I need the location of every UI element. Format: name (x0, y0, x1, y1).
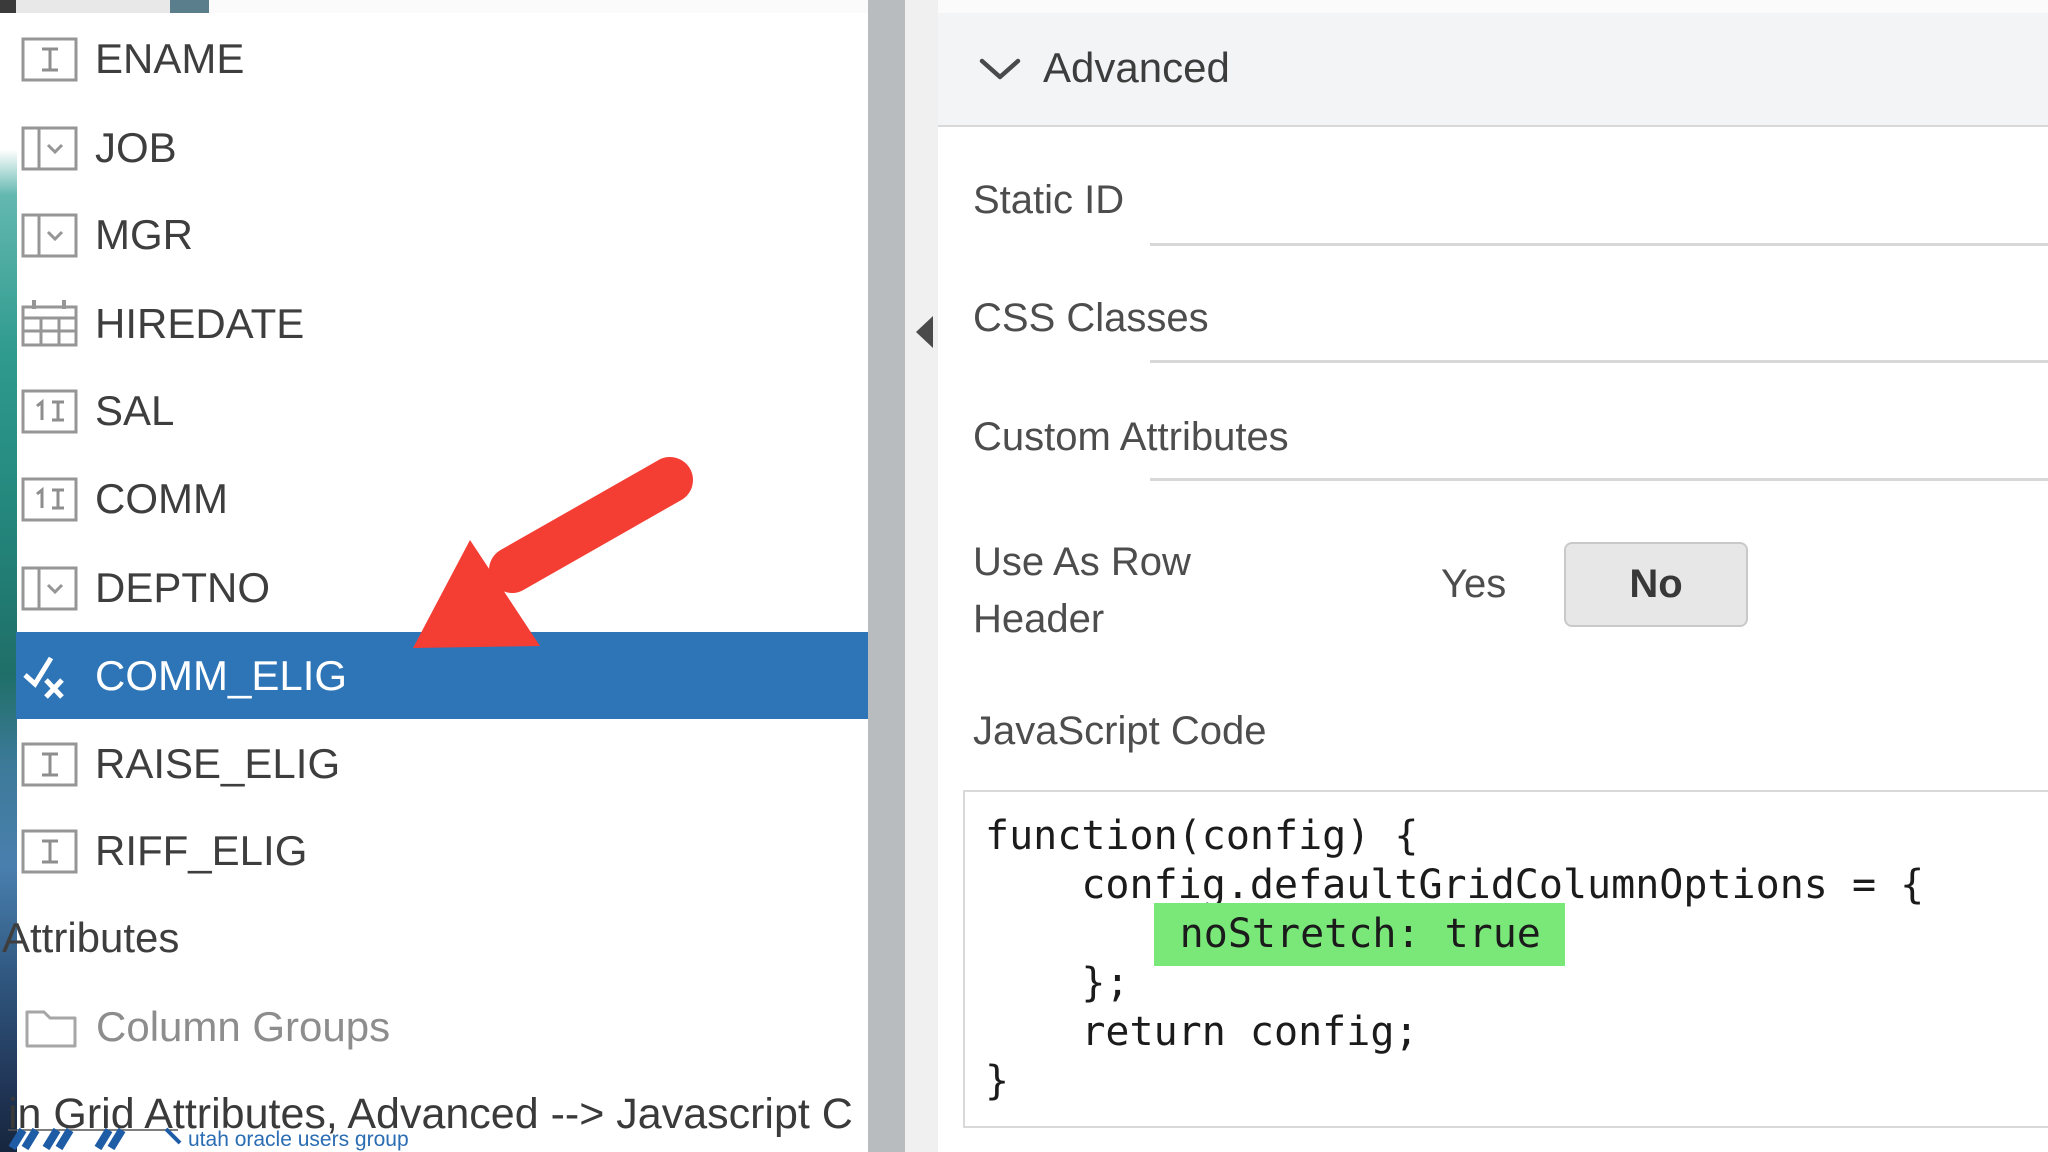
number-field-icon (21, 386, 78, 436)
select-list-icon (21, 563, 78, 613)
desktop-wallpaper-sliver (0, 13, 17, 1152)
tree-item-label: DEPTNO (95, 564, 271, 611)
tree-section-attributes[interactable]: Attributes (2, 914, 180, 961)
panel-splitter-gutter (905, 0, 938, 1152)
top-sliver-dark-block (0, 0, 16, 13)
select-list-icon (21, 210, 78, 260)
tree-item-label: SAL (95, 387, 175, 434)
no-option-button-selected[interactable]: No (1564, 542, 1748, 627)
tree-item-label: RIFF_ELIG (95, 827, 308, 874)
slide-caption: in Grid Attributes, Advanced --> Javascr… (8, 1090, 853, 1138)
date-picker-icon (21, 299, 78, 349)
tree-item-job[interactable]: JOB (16, 104, 868, 192)
code-indent (985, 911, 1154, 957)
text-field-icon (21, 34, 78, 84)
yes-no-checkbox-icon (21, 651, 78, 701)
top-sliver-teal-block (170, 0, 209, 13)
tree-item-label: JOB (95, 124, 177, 171)
logo-text: utah oracle users group (188, 1128, 408, 1151)
tree-item-ename[interactable]: ENAME (16, 15, 868, 103)
section-title: Advanced (1043, 44, 1230, 91)
code-content: function(config) { config.defaultGridCol… (965, 792, 2048, 1106)
select-list-icon (21, 123, 78, 173)
javascript-code-label: JavaScript Code (973, 709, 1267, 753)
tree-item-deptno[interactable]: DEPTNO (16, 544, 868, 632)
custom-attributes-label: Custom Attributes (973, 415, 1289, 459)
css-classes-label: CSS Classes (973, 296, 1209, 340)
code-line: return config; (985, 1009, 1419, 1055)
tree-item-mgr[interactable]: MGR (16, 191, 868, 279)
static-id-input[interactable] (1150, 243, 2048, 246)
text-field-icon (21, 826, 78, 876)
panel-splitter[interactable] (868, 0, 905, 1152)
code-line: config.defaultGridColumnOptions = { (985, 862, 1925, 908)
folder-icon (22, 1002, 79, 1052)
top-window-sliver (0, 0, 2048, 13)
top-sliver-gray-block (16, 0, 170, 13)
splitter-collapse-arrow-icon[interactable] (916, 316, 933, 348)
javascript-code-editor[interactable]: function(config) { config.defaultGridCol… (963, 790, 2048, 1128)
use-as-row-header-label-line1: Use As Row (973, 540, 1191, 584)
advanced-section-header[interactable]: Advanced (938, 13, 2048, 127)
utoug-logo: utah oracle users group (8, 1126, 408, 1152)
css-classes-input[interactable] (1150, 360, 2048, 363)
tree-item-label: HIREDATE (95, 300, 305, 347)
chevron-down-icon (978, 55, 1022, 83)
code-line: noStretch: true (985, 903, 2048, 966)
tree-item-sal[interactable]: SAL (16, 367, 868, 455)
tree-item-label: MGR (95, 211, 193, 258)
code-highlighted-text: noStretch: true (1153, 903, 1565, 966)
tree-item-comm-elig-selected[interactable]: COMM_ELIG (16, 632, 868, 719)
tree-item-label: Column Groups (96, 1003, 391, 1050)
tree-item-label: COMM (95, 475, 228, 522)
tree-item-column-groups[interactable]: Column Groups (16, 983, 868, 1071)
code-line: } (985, 1058, 1010, 1104)
text-field-icon (21, 739, 78, 789)
code-line: function(config) { (985, 813, 1419, 859)
use-as-row-header-label-line2: Header (973, 597, 1105, 641)
tree-item-label: COMM_ELIG (95, 651, 348, 699)
number-field-icon (21, 474, 78, 524)
yes-option-button[interactable]: Yes (1441, 562, 1507, 606)
tree-item-comm[interactable]: COMM (16, 455, 868, 543)
custom-attributes-input[interactable] (1150, 478, 2048, 481)
tree-item-hiredate[interactable]: HIREDATE (16, 280, 868, 368)
code-line: }; (985, 960, 1130, 1006)
tree-item-raise-elig[interactable]: RAISE_ELIG (16, 720, 868, 808)
tree-item-riff-elig[interactable]: RIFF_ELIG (16, 807, 868, 895)
static-id-label: Static ID (973, 178, 1125, 222)
tree-item-label: RAISE_ELIG (95, 740, 341, 787)
tree-item-label: ENAME (95, 35, 245, 82)
